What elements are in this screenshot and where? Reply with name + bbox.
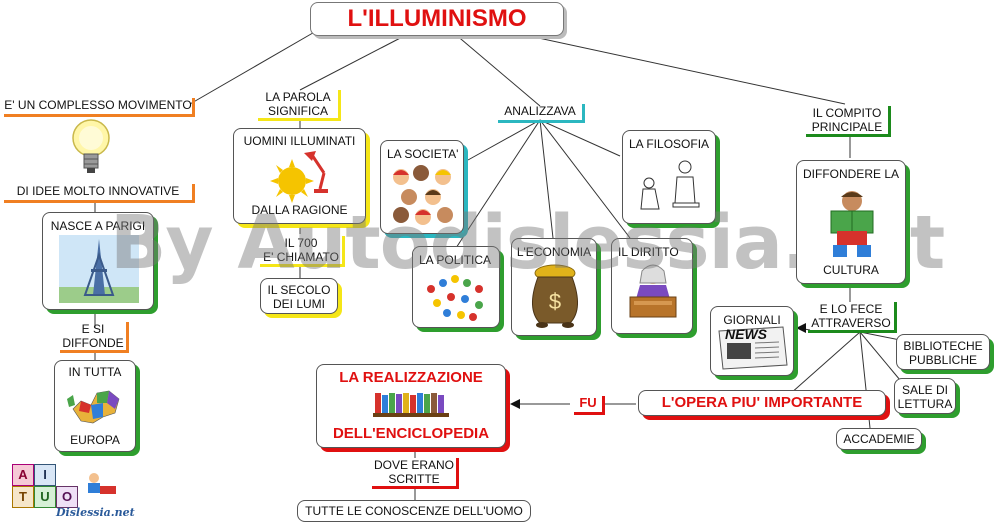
node-line-2: PUBBLICHE [908, 353, 978, 367]
node-societa: LA SOCIETA' [380, 140, 464, 234]
node-sale-lettura: SALE DI LETTURA [894, 378, 956, 414]
node-diffondere-cultura: DIFFONDERE LA CULTURA [796, 160, 906, 284]
label-line-2: PRINCIPALE [811, 120, 883, 134]
svg-text:$: $ [549, 289, 561, 314]
eiffel-tower-icon [59, 235, 139, 303]
node-label-top: UOMINI ILLUMINATI [243, 134, 356, 148]
node-label: L'ECONOMIA [516, 245, 592, 259]
label-line-1: E SI [81, 322, 105, 336]
node-line-2: DELL'ENCICLOPEDIA [332, 425, 490, 442]
label-text: FU [579, 395, 597, 410]
label-parola-significa: LA PAROLA SIGNIFICA [258, 90, 341, 121]
node-biblioteche: BIBLIOTECHE PUBBLICHE [896, 334, 990, 370]
node-line-2: DEI LUMI [272, 297, 325, 311]
news-masthead: NEWS [725, 326, 767, 342]
node-label-bottom: CULTURA [823, 263, 879, 277]
node-enciclopedia: LA REALIZZAZIONE DELL'ENCICLOPEDIA [316, 364, 506, 448]
node-label: GIORNALI [723, 313, 781, 327]
node-secolo-lumi: IL SECOLO DEI LUMI [260, 278, 338, 314]
label-fece-attraverso: E LO FECE ATTRAVERSO [808, 302, 897, 333]
label-line-2: ATTRAVERSO [811, 316, 891, 330]
label-line-2: E' CHIAMATO [263, 250, 339, 264]
node-politica: LA POLITICA [412, 246, 500, 328]
node-accademie: ACCADEMIE [836, 428, 922, 450]
node-uomini-illuminati: UOMINI ILLUMINATI DALLA RAGIONE [233, 128, 366, 224]
node-label-bottom: EUROPA [70, 433, 120, 447]
label-line-1: LA PAROLA [265, 90, 331, 104]
node-label-top: DIFFONDERE LA [802, 167, 899, 181]
label-line-1: E LO FECE [819, 302, 883, 316]
node-label: L'OPERA PIU' IMPORTANTE [661, 394, 863, 411]
node-diritto: IL DIRITTO [611, 238, 693, 334]
logo-block-i: I [34, 464, 56, 486]
node-label: LA FILOSOFIA [629, 137, 710, 151]
logo-site-text: Dislessia.net [56, 506, 135, 519]
logo-block-o: O [56, 486, 78, 508]
logo-figure-icon [80, 470, 120, 496]
philosophers-icon [633, 155, 707, 215]
label-line-2: SIGNIFICA [267, 104, 328, 118]
node-label: NASCE A PARIGI [50, 219, 146, 233]
main-title: L'ILLUMINISMO [310, 2, 564, 36]
reading-boy-icon [817, 187, 887, 259]
node-opera-importante: L'OPERA PIU' IMPORTANTE [638, 390, 886, 416]
sun-lamp-icon [264, 149, 334, 205]
europe-map-icon [63, 379, 129, 429]
node-europa: IN TUTTA EUROPA [54, 360, 136, 452]
node-economia: L'ECONOMIA $ [511, 238, 597, 336]
label-line-1: IL 700 [284, 236, 318, 250]
label-text: ANALIZZAVA [504, 104, 576, 118]
books-icon [373, 391, 449, 417]
node-line-1: LA REALIZZAZIONE [339, 369, 483, 386]
logo-block-u: U [34, 486, 56, 508]
label-idee-innovative: DI IDEE MOLTO INNOVATIVE [4, 184, 195, 203]
node-nasce-parigi: NASCE A PARIGI [42, 212, 154, 310]
label-line-1: DOVE ERANO [373, 458, 454, 472]
label-dove-erano-scritte: DOVE ERANO SCRITTE [372, 458, 459, 489]
node-giornali: GIORNALI NEWS [710, 306, 794, 376]
node-label: LA SOCIETA' [387, 147, 459, 161]
label-text: DI IDEE MOLTO INNOVATIVE [16, 184, 180, 198]
label-line-2: SCRITTE [388, 472, 440, 486]
label-si-diffonde: E SI DIFFONDE [60, 322, 129, 353]
node-line-1: BIBLIOTECHE [903, 339, 983, 353]
node-label: ACCADEMIE [843, 432, 915, 446]
node-filosofia: LA FILOSOFIA [622, 130, 716, 224]
logo-block-t: T [12, 486, 34, 508]
node-label-top: IN TUTTA [68, 365, 122, 379]
lightbulb-icon [66, 114, 116, 178]
node-line-1: IL SECOLO [267, 283, 331, 297]
logo-block-a: A [12, 464, 34, 486]
node-label: LA POLITICA [419, 253, 492, 267]
label-text: E' UN COMPLESSO MOVIMENTO [4, 98, 192, 112]
node-conoscenze: TUTTE LE CONOSCENZE DELL'UOMO [297, 500, 531, 522]
money-bag-icon: $ [524, 259, 586, 331]
node-label: IL DIRITTO [618, 245, 679, 259]
label-line-1: IL COMPITO [812, 106, 882, 120]
node-line-2: LETTURA [897, 397, 953, 411]
label-complesso-movimento: E' UN COMPLESSO MOVIMENTO [4, 98, 195, 117]
judge-icon [622, 261, 684, 321]
label-analizzava: ANALIZZAVA [498, 104, 585, 123]
people-group-icon [389, 163, 457, 229]
label-fu: FU [574, 396, 605, 415]
dislessia-logo: A I T U O Dislessia.net [10, 462, 144, 520]
node-label-bottom: DALLA RAGIONE [251, 203, 348, 217]
newspaper-icon: NEWS [717, 325, 789, 371]
node-line-1: SALE DI [901, 383, 949, 397]
label-700-chiamato: IL 700 E' CHIAMATO [260, 236, 345, 267]
label-line-2: DIFFONDE [62, 336, 124, 350]
label-compito-principale: IL COMPITO PRINCIPALE [806, 106, 891, 137]
node-label: TUTTE LE CONOSCENZE DELL'UOMO [305, 504, 523, 518]
pawns-icon [423, 271, 493, 323]
